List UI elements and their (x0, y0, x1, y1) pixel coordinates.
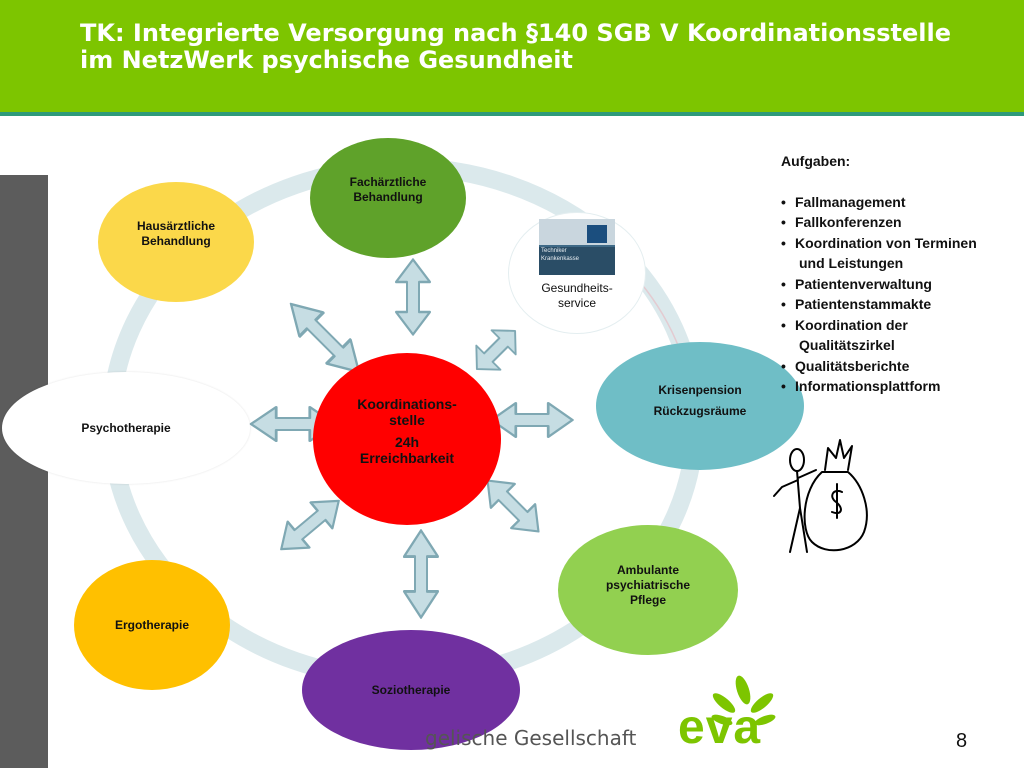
node-label: Hausärztliche (136, 219, 216, 233)
eva-logo-text: eva (678, 701, 762, 754)
node-label: Behandlung (141, 234, 211, 248)
tk-logo-text: Techniker Krankenkasse (541, 248, 580, 262)
page-number: 8 (956, 730, 968, 752)
eva-leaf-icon (711, 675, 776, 726)
task-item: Qualitätsberichte (781, 356, 1021, 377)
task-item: Informationsplattform (781, 376, 1021, 397)
tasks-list: Fallmanagement Fallkonferenzen Koordinat… (781, 192, 1021, 397)
task-item: Patientenverwaltung (781, 274, 1021, 295)
node-label: Krisenpension (658, 383, 742, 397)
center-label: 24h (394, 434, 420, 450)
node-koordinationsstelle: Koordinations- stelle 24h Erreichbarkeit (313, 353, 501, 525)
left-side-band (0, 175, 48, 768)
node-ergotherapie: Ergotherapie (74, 560, 230, 690)
arrow-lower-left (269, 486, 351, 564)
money-bag-figure-icon (773, 439, 868, 553)
node-label: Behandlung (353, 190, 423, 204)
arrow-right (490, 401, 574, 439)
task-item: Fallmanagement (781, 192, 1021, 213)
node-gesundheitsservice: Techniker Krankenkasse Gesundheits- serv… (508, 212, 646, 334)
tasks-panel: Aufgaben: Fallmanagement Fallkonferenzen… (781, 151, 1021, 397)
node-label: Fachärztliche (349, 175, 427, 189)
task-item: Fallkonferenzen (781, 212, 1021, 233)
footer-org-text: gelische Gesellschaft (425, 726, 637, 750)
center-label: stelle (389, 412, 425, 428)
node-label: Soziotherapie (371, 682, 451, 697)
node-ambulante-pflege: Ambulante psychiatrische Pflege (558, 525, 738, 655)
node-label: Pflege (629, 592, 666, 607)
node-label: psychiatrische (605, 577, 691, 592)
node-soziotherapie: Soziotherapie (302, 630, 520, 750)
node-psychotherapie: Psychotherapie (2, 372, 250, 484)
task-item: Patientenstammakte (781, 294, 1021, 315)
node-label: Gesundheits- (541, 281, 613, 295)
arrow-upper-right (463, 317, 529, 383)
node-label: Rückzugsräume (653, 404, 747, 418)
arrow-top (394, 258, 432, 336)
node-label: Psychotherapie (81, 420, 171, 435)
header-divider (0, 112, 1024, 116)
node-fachaerztliche-behandlung: Fachärztliche Behandlung (310, 138, 466, 258)
node-label: Ambulante (616, 562, 679, 577)
page-title: TK: Integrierte Versorgung nach §140 SGB… (80, 19, 951, 74)
tasks-heading: Aufgaben: (781, 153, 851, 169)
node-label: Ergotherapie (114, 617, 189, 632)
header-bar (0, 0, 1024, 112)
node-label: service (557, 296, 596, 310)
center-label: Koordinations- (357, 396, 457, 412)
tk-logo-icon: Techniker Krankenkasse (539, 219, 615, 275)
arrow-bottom (402, 529, 440, 619)
node-hausaerztliche-behandlung: Hausärztliche Behandlung (98, 182, 254, 302)
node-krisenpension: Krisenpension Rückzugsräume (596, 342, 804, 470)
center-label: Erreichbarkeit (359, 450, 455, 466)
